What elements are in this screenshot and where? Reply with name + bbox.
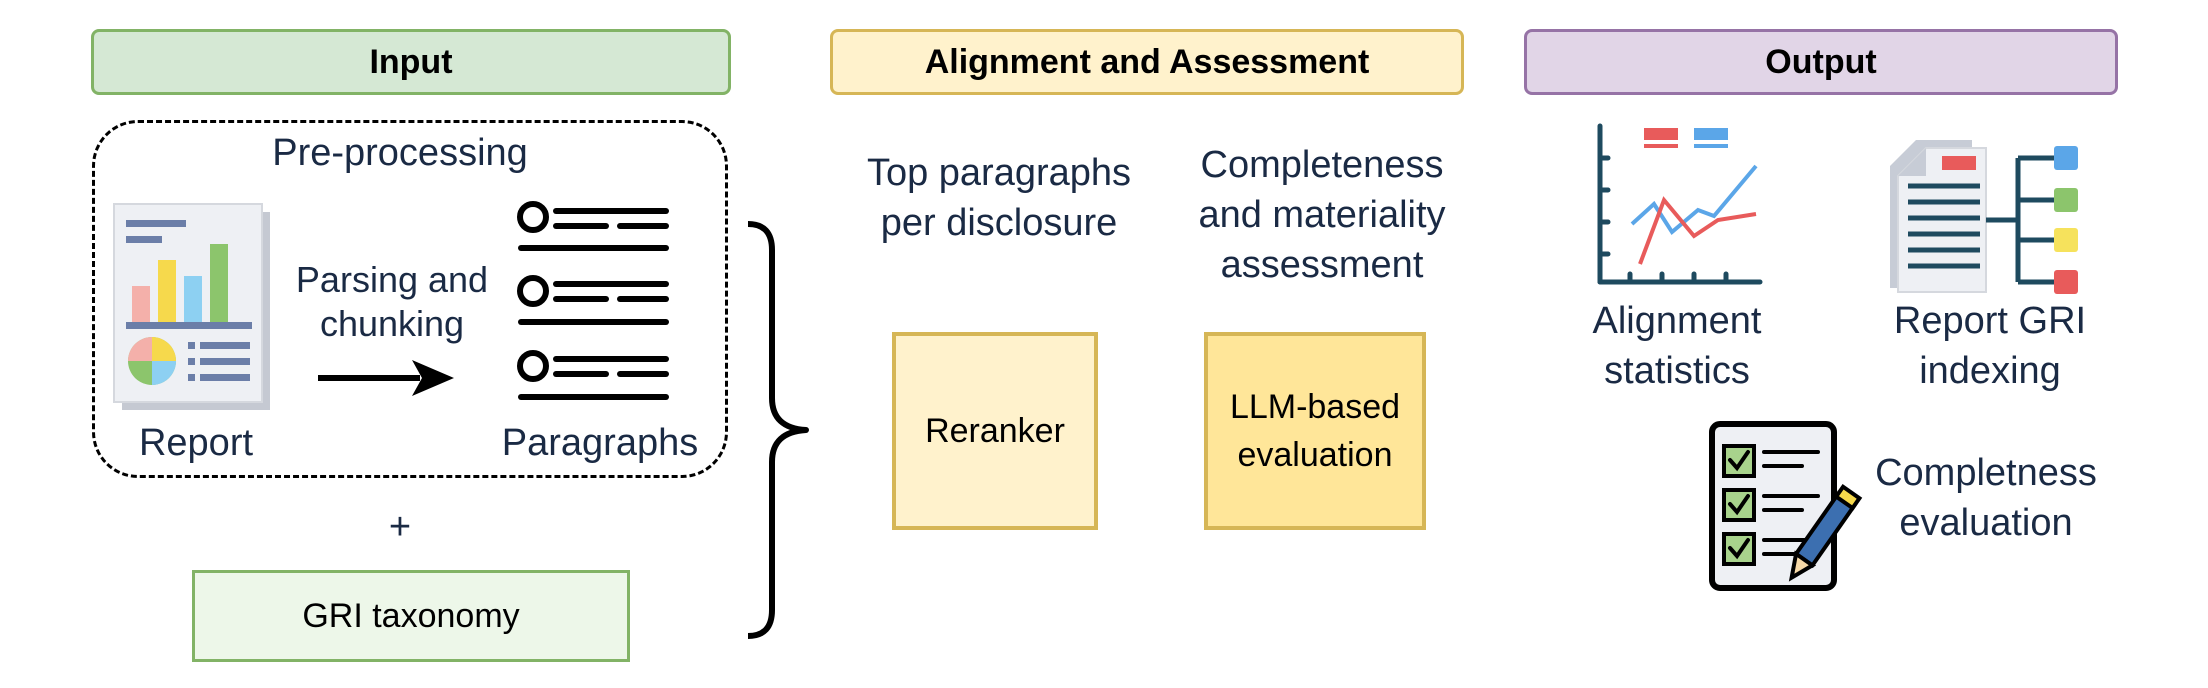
alignment-statistics-icon bbox=[1597, 123, 1763, 285]
alignment-header: Alignment and Assessment bbox=[830, 29, 1464, 95]
preprocessing-label: Pre-processing bbox=[272, 132, 528, 174]
top-paragraphs-label: Top paragraphs per disclosure bbox=[866, 152, 1132, 244]
completeness-evaluation-label: Completness evaluation bbox=[1875, 452, 2097, 544]
llm-evaluation-box: LLM-based evaluation bbox=[1204, 332, 1426, 530]
gri-taxonomy-box: GRI taxonomy bbox=[192, 570, 630, 662]
gri-indexing-icon bbox=[1890, 140, 2078, 294]
completeness-materiality-label: Completeness and materiality assessment bbox=[1198, 144, 1446, 286]
report-label: Report bbox=[138, 422, 254, 464]
output-header: Output bbox=[1524, 29, 2118, 95]
paragraphs-label: Paragraphs bbox=[501, 422, 699, 464]
report-icon bbox=[113, 203, 270, 410]
alignment-statistics-label: Alignment statistics bbox=[1592, 300, 1762, 392]
parsing-arrow bbox=[318, 360, 454, 396]
paragraphs-icon bbox=[517, 201, 669, 400]
preprocessing-group bbox=[92, 120, 728, 478]
input-header: Input bbox=[91, 29, 731, 95]
completeness-checklist-icon bbox=[1709, 421, 1863, 591]
plus-sign: + bbox=[388, 506, 412, 548]
curly-brace bbox=[747, 221, 809, 639]
parsing-label: Parsing and chunking bbox=[295, 259, 489, 344]
reranker-box: Reranker bbox=[892, 332, 1098, 530]
gri-indexing-label: Report GRI indexing bbox=[1893, 300, 2087, 392]
